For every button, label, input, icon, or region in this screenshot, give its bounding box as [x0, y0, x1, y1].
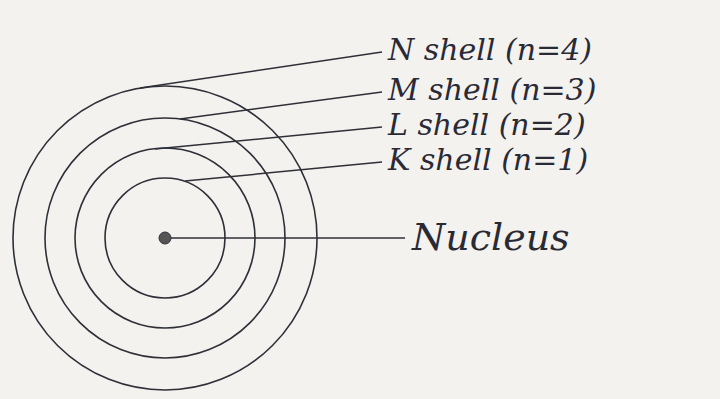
- leader-line: [171, 237, 405, 239]
- leader-line: [155, 127, 382, 149]
- shell-label: N shell (n=4): [388, 32, 592, 68]
- leader-line: [180, 92, 382, 119]
- shell-label: M shell (n=3): [388, 72, 596, 108]
- leader-line: [185, 162, 382, 181]
- shell-label: K shell (n=1): [388, 142, 588, 178]
- nucleus-label: Nucleus: [412, 215, 570, 261]
- shell-label: L shell (n=2): [388, 107, 586, 143]
- nucleus-dot: [159, 232, 171, 244]
- leader-line: [140, 52, 382, 88]
